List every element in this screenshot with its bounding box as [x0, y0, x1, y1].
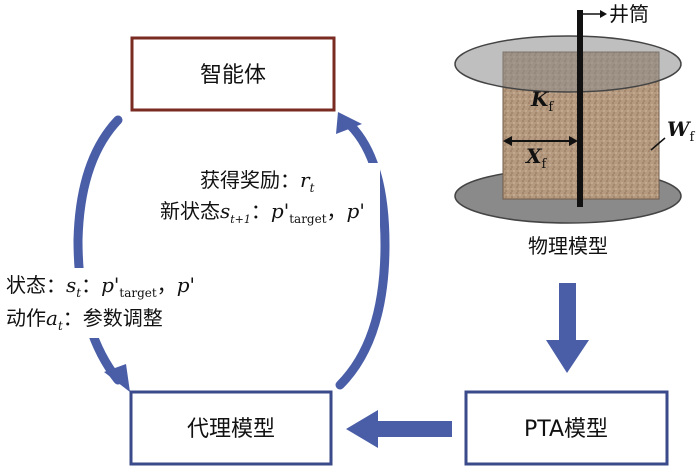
left-curve-arrowhead — [104, 364, 130, 392]
width-label: Wf — [667, 117, 695, 145]
physical-model-caption: 物理模型 — [528, 234, 608, 258]
agent-label: 智能体 — [200, 63, 266, 88]
top-disk — [454, 35, 682, 93]
left-curve-arrow — [73, 115, 123, 385]
permeability-label: Kf — [530, 87, 554, 115]
physical-to-pta-arrow-shaft — [559, 283, 576, 343]
reward-line: 获得奖励：rt — [200, 168, 315, 195]
pta-label: PTA模型 — [524, 417, 608, 442]
new-state-line: 新状态st+1：p'target，p' — [160, 199, 365, 226]
wellbore-label: 井筒 — [609, 2, 649, 26]
wellbore — [577, 10, 583, 207]
right-curve-arrowhead — [336, 112, 362, 134]
physical-to-pta-arrowhead — [546, 340, 589, 373]
reward-text-mask — [150, 163, 380, 235]
state-line: 状态：st：p'target，p' — [6, 273, 195, 300]
agent-box — [130, 36, 336, 112]
surrogate-box — [129, 390, 333, 466]
pta-box — [464, 390, 669, 466]
wellbore-pointer-tip — [600, 10, 607, 18]
pta-to-surrogate-arrowhead — [346, 410, 378, 448]
half-length-arrowhead-right — [569, 136, 578, 146]
half-length-arrowhead-left — [503, 136, 512, 146]
pta-to-surrogate-arrow-shaft — [372, 421, 452, 437]
action-line: 动作at：参数调整 — [6, 306, 163, 333]
width-pointer — [650, 137, 666, 151]
right-curve-arrow — [335, 120, 390, 390]
surrogate-label: 代理模型 — [187, 417, 275, 442]
half-length-label: Xf — [524, 144, 548, 172]
state-text-mask — [2, 268, 210, 338]
